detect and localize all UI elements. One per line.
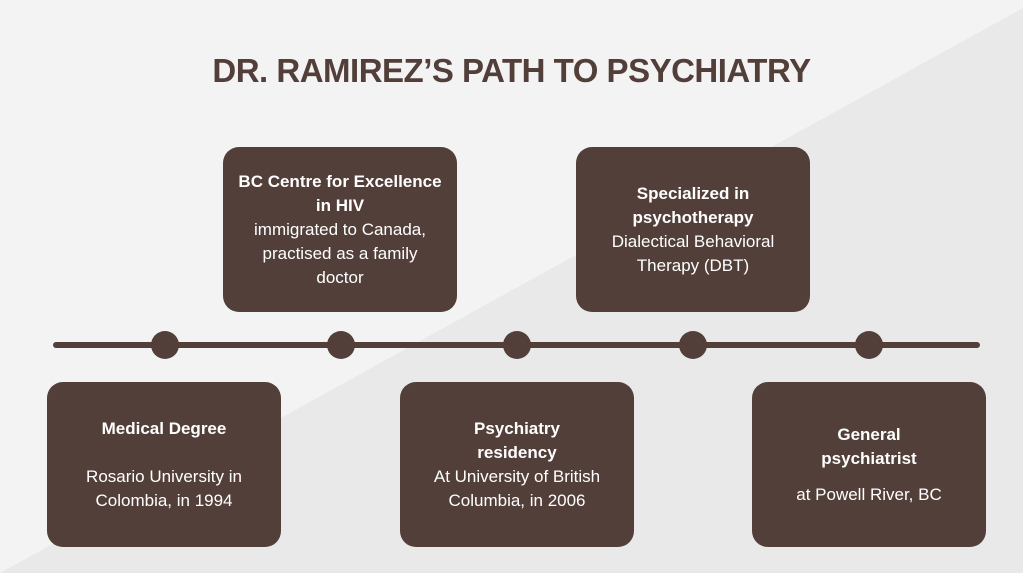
page-title: DR. RAMIREZ’S PATH TO PSYCHIATRY — [212, 52, 811, 89]
milestone-heading: BC Centre for Excellence in HIV — [238, 171, 442, 215]
milestone-bc-centre: BC Centre for Excellence in HIV immigrat… — [223, 147, 457, 312]
milestone-body: Dialectical Behavioral Therapy (DBT) — [611, 231, 775, 275]
milestone-psychotherapy: Specialized in psychotherapy Dialectical… — [576, 147, 810, 312]
timeline-dot — [327, 331, 355, 359]
milestone-medical-degree: Medical Degree Rosario University in Col… — [47, 382, 281, 547]
timeline-dot — [679, 331, 707, 359]
timeline-dot — [151, 331, 179, 359]
timeline-dot — [503, 331, 531, 359]
milestone-body: Rosario University in Colombia, in 1994 — [86, 466, 242, 510]
milestone-body: At University of British Columbia, in 20… — [433, 466, 601, 510]
milestone-heading: Medical Degree — [101, 418, 227, 438]
milestone-general-psychiatrist: General psychiatrist at Powell River, BC — [752, 382, 986, 547]
milestone-psychiatry-residency: Psychiatry residency At University of Br… — [400, 382, 634, 547]
milestone-body: immigrated to Canada, practised as a fam… — [254, 219, 426, 287]
milestone-body: at Powell River, BC — [796, 484, 942, 504]
milestone-heading: Specialized in psychotherapy — [632, 183, 754, 227]
timeline-dot — [855, 331, 883, 359]
milestone-heading: Psychiatry residency — [474, 418, 560, 462]
milestone-heading: General psychiatrist — [821, 424, 917, 468]
